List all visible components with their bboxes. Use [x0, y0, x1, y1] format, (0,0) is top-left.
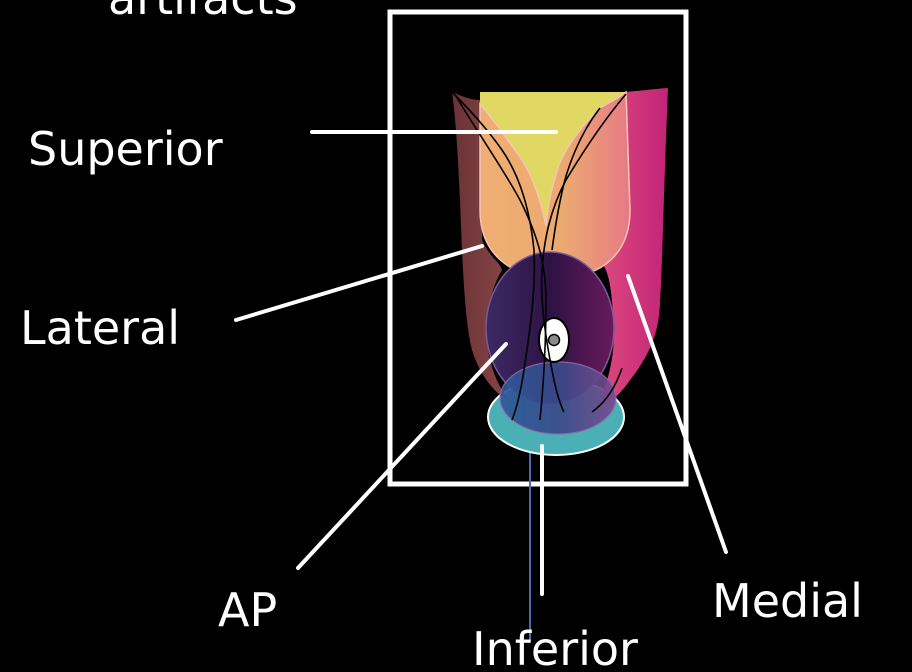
top-caption: artifacts: [108, 0, 298, 25]
medial-leader: [628, 276, 726, 552]
label-medial: Medial: [712, 574, 863, 628]
label-lateral: Lateral: [20, 301, 180, 355]
center-dot: [549, 335, 560, 346]
label-superior: Superior: [28, 122, 223, 176]
label-ap: AP: [218, 583, 277, 637]
label-inferior: Inferior: [472, 622, 638, 672]
lateral-leader: [236, 246, 482, 320]
ap-leader: [298, 344, 506, 568]
